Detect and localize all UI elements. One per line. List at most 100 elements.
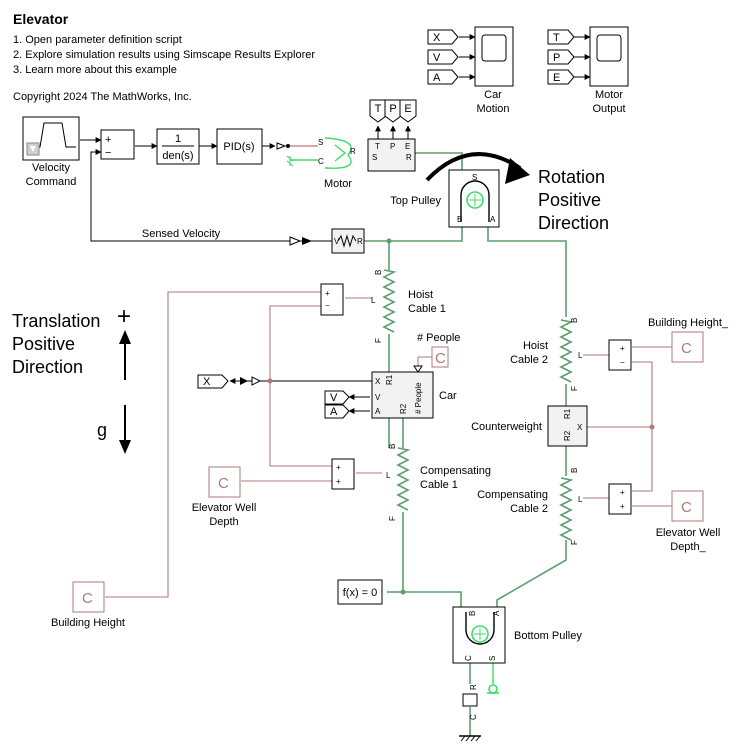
from-tag-e: E — [553, 72, 560, 84]
top-pulley-port-a: A — [490, 215, 496, 224]
tf-numerator: 1 — [175, 133, 181, 145]
solver-config-block[interactable]: f(x) = 0 — [337, 579, 383, 605]
goto-v-text: V — [330, 392, 338, 404]
from-tag-x: X — [433, 32, 441, 44]
sum-c1-plus: + — [336, 463, 341, 472]
translation-direction-label-2: Positive — [12, 334, 75, 354]
motor-port-r: R — [350, 147, 356, 156]
motor-block[interactable]: S C R Motor — [286, 137, 356, 190]
velocity-sensor-block[interactable]: V R — [289, 228, 365, 254]
goto-x[interactable]: X — [197, 374, 262, 389]
goto-tags-motor[interactable]: T P E — [369, 99, 417, 123]
sum-hoist2[interactable]: + − — [608, 339, 632, 371]
hoist1-port-l: L — [371, 296, 376, 305]
from-tag-v: V — [433, 52, 441, 64]
comp1-port-l: L — [386, 471, 391, 480]
comp2-port-l: L — [578, 495, 583, 504]
people-label: # People — [417, 332, 460, 344]
tf-denominator: den(s) — [162, 150, 193, 162]
sum-c2-plus2: + — [620, 502, 625, 511]
rotation-arrow-icon — [425, 152, 530, 184]
goto-t: T — [375, 103, 382, 115]
model-title: Elevator — [13, 11, 69, 27]
top-pulley-port-b: B — [457, 215, 462, 224]
sum-comp2[interactable]: + + — [608, 483, 632, 515]
cw-port-r2: R2 — [563, 430, 572, 441]
building-height-underscore-constant[interactable]: C Building Height_ — [648, 317, 729, 363]
from-tag-t: T — [553, 32, 560, 44]
car-port-v: V — [375, 393, 381, 402]
car-port-people: # People — [414, 382, 423, 414]
sensor-port-s: S — [372, 153, 377, 162]
sum-c2-plus: + — [620, 488, 625, 497]
physical-lines — [290, 152, 567, 684]
car-port-x: X — [375, 377, 381, 386]
sum-h2-minus: − — [620, 358, 625, 367]
top-pulley-block[interactable]: S B A Top Pulley — [390, 169, 500, 228]
sum-h2-plus: + — [620, 344, 625, 353]
comp2-port-b: B — [570, 468, 579, 473]
sum-block[interactable]: + − — [100, 129, 135, 160]
ewd2-c: C — [681, 499, 692, 516]
hoist2-port-b: B — [570, 318, 579, 323]
goto-a-text: A — [330, 406, 338, 418]
people-constant[interactable]: C # People — [413, 332, 460, 373]
bottom-pulley-port-s: S — [488, 656, 497, 661]
building-height-constant[interactable]: C Building Height — [51, 581, 125, 629]
sensor-port-t: T — [375, 142, 380, 151]
counterweight-block[interactable]: R1 R2 X Counterweight — [471, 405, 588, 447]
bottom-pulley-block[interactable]: B A C S Bottom Pulley — [452, 606, 582, 664]
goto-a[interactable]: A — [324, 404, 350, 419]
sensor-port-e: E — [405, 142, 410, 151]
goto-x-text: X — [203, 376, 211, 388]
car-block[interactable]: X V A R1 R2 # People Car — [371, 371, 457, 419]
bottom-pulley-port-c: C — [464, 655, 473, 661]
motor-port-c: C — [318, 157, 324, 166]
car-label: Car — [439, 390, 457, 402]
sum-comp1[interactable]: + + — [331, 458, 355, 490]
hoist2-port-f: F — [570, 386, 579, 391]
people-constant-c: C — [435, 350, 446, 367]
hoist2-port-l: L — [578, 351, 583, 360]
sensor-port-r2: R — [357, 237, 363, 246]
motor-port-s: S — [318, 138, 323, 147]
hoist1-port-b: B — [374, 270, 383, 275]
motor-sensor-block[interactable]: S T P E R — [367, 138, 416, 172]
link-learn-more[interactable]: 3. Learn more about this example — [13, 64, 177, 76]
motor-label: Motor — [324, 178, 352, 190]
signal-lines — [80, 34, 591, 414]
parameter-lines — [105, 291, 672, 598]
link-parameter-script[interactable]: 1. Open parameter definition script — [13, 34, 182, 46]
sum-hoist1[interactable]: + − — [320, 283, 344, 316]
comp1-port-f: F — [388, 516, 397, 521]
bh-c: C — [82, 590, 93, 607]
transfer-function-block[interactable]: 1 den(s) — [156, 128, 200, 165]
ps-converter[interactable] — [276, 142, 318, 150]
pid-block[interactable]: PID(s) — [216, 128, 263, 165]
translation-direction-label: Translation — [12, 311, 100, 331]
link-results-explorer[interactable]: 2. Explore simulation results using Sims… — [13, 49, 316, 61]
bottom-pulley-port-b: B — [468, 611, 477, 616]
sum-h1-minus: − — [325, 301, 330, 310]
cw-port-r1: R1 — [563, 408, 572, 419]
sensor-port-p: P — [390, 142, 395, 151]
goto-v[interactable]: V — [324, 390, 350, 405]
building-height-underscore-label: Building Height_ — [648, 317, 729, 329]
sum-h1-plus: + — [325, 289, 330, 298]
